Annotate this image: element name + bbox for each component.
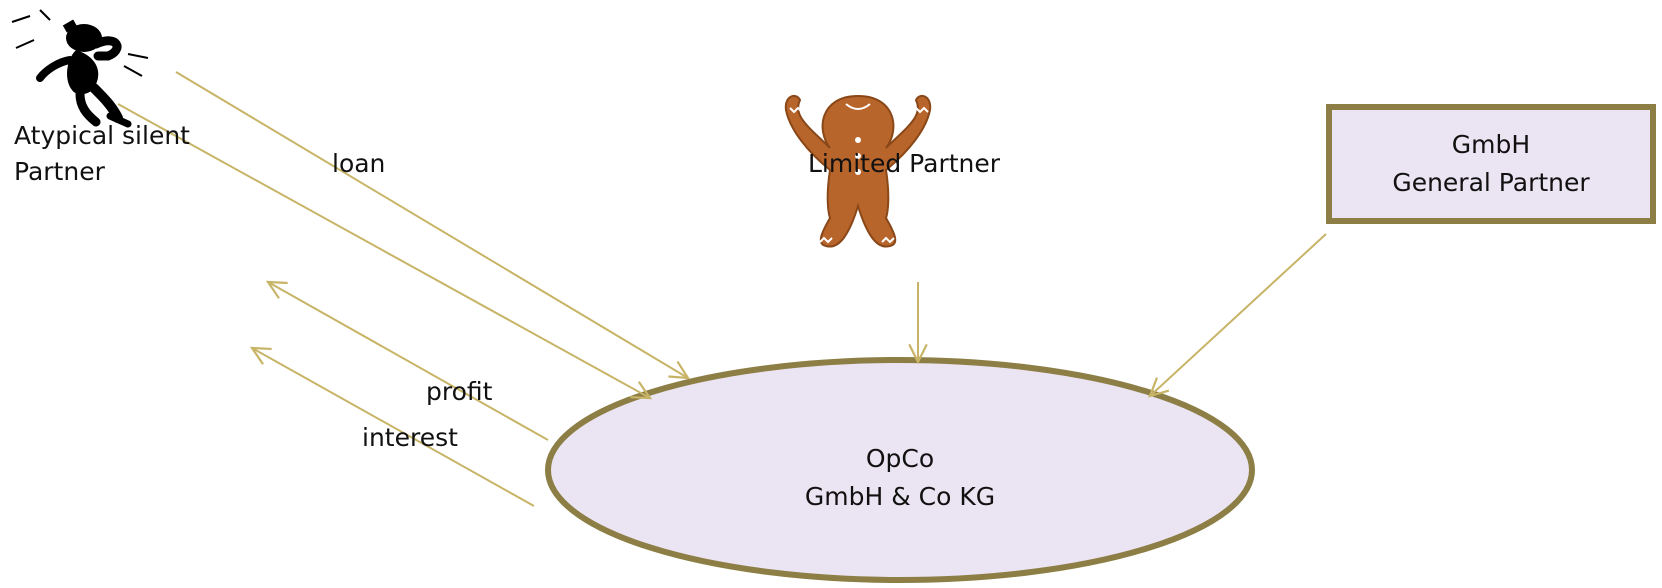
general-partner-box: GmbH General Partner — [1326, 104, 1656, 224]
silent-partner-label-line2: Partner — [14, 157, 105, 186]
opco-label-line1: OpCo — [865, 444, 935, 473]
gingerbread-man-icon — [784, 89, 932, 248]
general-partner-label-line2: General Partner — [1392, 168, 1590, 197]
silent-partner-label-line1: Atypical silent — [14, 121, 190, 150]
limited-partner-label: Limited Partner — [808, 149, 1001, 178]
interest-arrow — [252, 348, 535, 507]
profit-arrow — [268, 282, 549, 441]
silent-partner-label: Atypical silent Partner — [14, 118, 190, 190]
loan-arrow — [175, 71, 688, 378]
running-figure-icon — [11, 9, 149, 128]
opco-label-line2: GmbH & Co KG — [804, 482, 996, 511]
loan-label: loan — [332, 149, 386, 178]
opco-ellipse — [545, 357, 1255, 583]
opco-label: OpCo GmbH & Co KG — [700, 440, 1100, 516]
profit-label: profit — [426, 377, 493, 406]
silent-partner-arrow — [117, 103, 650, 398]
interest-label: interest — [362, 423, 458, 452]
general-partner-arrow — [1150, 233, 1327, 396]
general-partner-label-line1: GmbH — [1451, 130, 1531, 159]
